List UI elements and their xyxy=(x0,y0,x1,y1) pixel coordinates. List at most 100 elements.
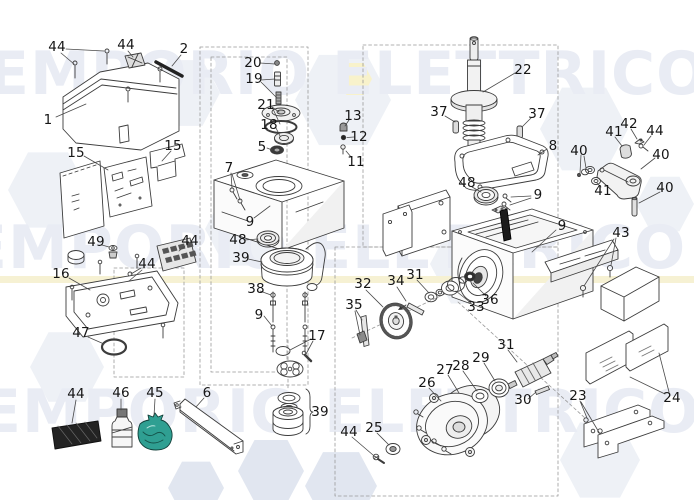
part-board-15 xyxy=(103,156,153,218)
part-base-16 xyxy=(65,253,179,339)
part-rail-6 xyxy=(173,398,244,455)
part-housing-9-right xyxy=(451,208,594,320)
part-label-33: 33 xyxy=(467,299,485,315)
part-label-26: 26 xyxy=(418,375,436,391)
part-cover-box xyxy=(600,266,660,322)
part-pad-44 xyxy=(51,420,102,450)
part-label-37: 37 xyxy=(528,106,546,122)
part-label-48: 48 xyxy=(458,175,476,191)
part-bearing-48-center xyxy=(256,230,280,248)
part-key-30 xyxy=(534,385,550,395)
leader-lines xyxy=(55,48,670,456)
part-label-40: 40 xyxy=(652,147,670,163)
part-label-48: 48 xyxy=(229,232,247,248)
part-screw-44-bottom xyxy=(372,453,385,464)
parts-13-12-11 xyxy=(339,122,348,155)
part-label-11: 11 xyxy=(347,154,365,170)
part-label-32: 32 xyxy=(354,276,372,292)
part-label-22: 22 xyxy=(514,62,532,78)
part-label-12: 12 xyxy=(350,129,368,145)
part-label-9: 9 xyxy=(245,214,255,230)
part-label-9: 9 xyxy=(533,187,543,203)
part-label-44: 44 xyxy=(67,386,85,402)
screws-9-lower xyxy=(270,324,308,353)
part-label-21: 21 xyxy=(257,97,275,113)
part-label-44: 44 xyxy=(117,37,135,53)
part-label-9: 9 xyxy=(557,218,567,234)
part-label-44: 44 xyxy=(181,233,199,249)
part-label-49: 49 xyxy=(87,234,105,250)
part-washers-31-33 xyxy=(424,271,476,303)
part-pulley-39-stack xyxy=(272,388,314,436)
part-drum-39 xyxy=(260,242,326,291)
mounting-plates xyxy=(382,189,451,257)
part-label-38: 38 xyxy=(247,281,265,297)
part-bar-2 xyxy=(154,60,184,78)
part-label-2: 2 xyxy=(179,41,189,57)
part-label-40: 40 xyxy=(570,143,588,159)
part-label-19: 19 xyxy=(245,71,263,87)
part-label-23: 23 xyxy=(569,388,587,404)
part-label-37: 37 xyxy=(430,104,448,120)
part-label-24: 24 xyxy=(663,390,681,406)
part-label-44: 44 xyxy=(48,39,66,55)
part-pins-19 xyxy=(274,71,282,105)
part-shaft-34 xyxy=(398,302,425,316)
part-oring-47 xyxy=(100,338,128,356)
part-grommet-49 xyxy=(67,245,118,265)
part-lever-cluster-40 xyxy=(577,138,649,217)
part-label-9: 9 xyxy=(254,307,264,323)
part-label-15: 15 xyxy=(67,145,85,161)
part-brackets-23 xyxy=(583,404,665,459)
part-pad-44-top xyxy=(124,52,146,69)
part-label-25: 25 xyxy=(365,420,383,436)
part-cover-1 xyxy=(62,62,180,151)
part-label-43: 43 xyxy=(612,225,630,241)
part-bracket-43 xyxy=(544,239,619,298)
band-decoration xyxy=(0,276,694,283)
part-label-20: 20 xyxy=(244,55,262,71)
part-label-41: 41 xyxy=(594,183,612,199)
part-label-46: 46 xyxy=(112,385,130,401)
part-cap-21 xyxy=(261,104,301,134)
part-label-18: 18 xyxy=(260,117,278,133)
part-label-31: 31 xyxy=(497,337,515,353)
part-label-36: 36 xyxy=(481,292,499,308)
part-label-31: 31 xyxy=(406,267,424,283)
part-washer-28 xyxy=(471,389,489,403)
part-label-39: 39 xyxy=(311,404,329,420)
part-label-5: 5 xyxy=(257,139,267,155)
part-label-15: 15 xyxy=(164,138,182,154)
part-bag-45 xyxy=(137,412,173,451)
part-label-44: 44 xyxy=(138,256,156,272)
screws-9-right xyxy=(491,193,512,214)
part-label-13: 13 xyxy=(344,108,362,124)
part-label-40: 40 xyxy=(656,180,674,196)
part-coupling-17 xyxy=(275,346,313,378)
part-label-28: 28 xyxy=(452,358,470,374)
part-label-41: 41 xyxy=(605,124,623,140)
part-label-47: 47 xyxy=(72,325,90,341)
part-seal-5 xyxy=(270,145,284,155)
part-label-44: 44 xyxy=(340,424,358,440)
part-panel-15 xyxy=(59,160,105,239)
part-nut-20 xyxy=(274,60,280,66)
part-label-34: 34 xyxy=(387,273,405,289)
part-label-16: 16 xyxy=(52,266,70,282)
hex-decoration xyxy=(636,176,694,232)
part-label-39: 39 xyxy=(232,250,250,266)
part-label-30: 30 xyxy=(514,392,532,408)
part-label-29: 29 xyxy=(472,350,490,366)
part-washer-25 xyxy=(385,443,401,455)
part-gear-32 xyxy=(379,302,413,340)
part-rotor-31 xyxy=(507,352,559,389)
part-label-45: 45 xyxy=(146,385,164,401)
part-bearing-29 xyxy=(488,378,510,398)
part-flange-26 xyxy=(413,392,488,457)
part-label-42: 42 xyxy=(620,116,638,132)
part-label-35: 35 xyxy=(345,297,363,313)
part-label-8: 8 xyxy=(548,138,558,154)
